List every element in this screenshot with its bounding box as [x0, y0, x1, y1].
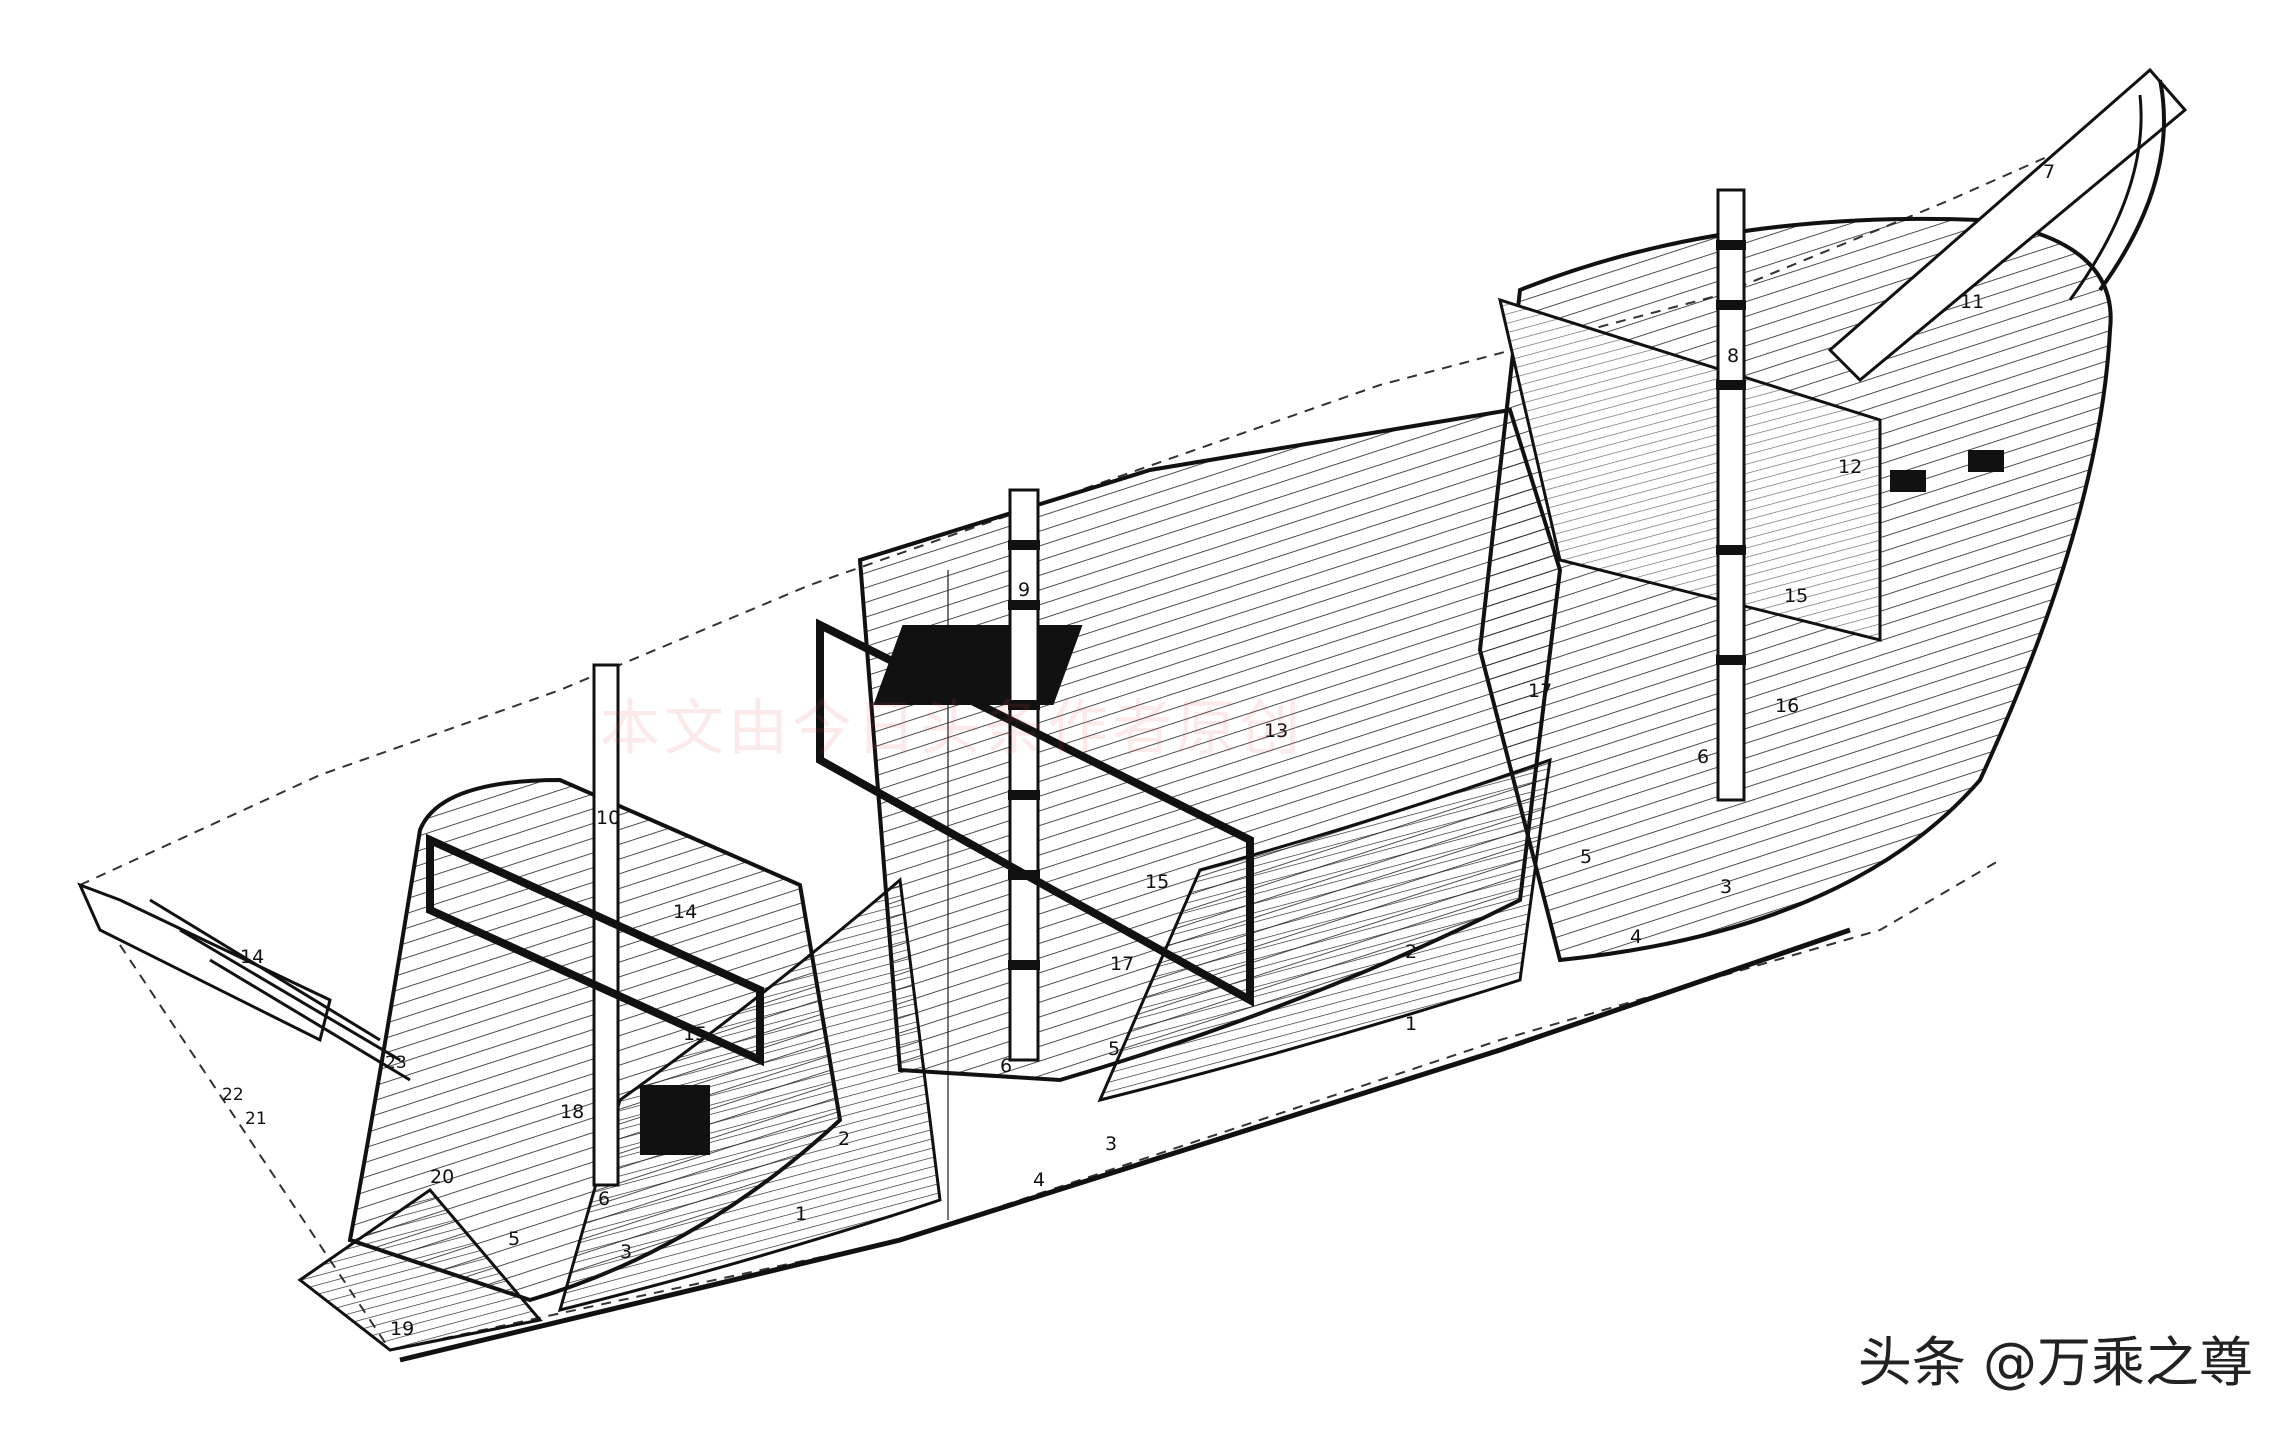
callout-6: 6	[1000, 1055, 1012, 1077]
callout-9: 9	[1018, 579, 1030, 601]
callout-17: 17	[1528, 680, 1552, 702]
callout-labels: 1 1 2 2 3 3 3 4 4 5 5 5 6 6 6 7 8 9 10 1…	[222, 161, 2055, 1340]
callout-1: 1	[795, 1203, 807, 1225]
callout-3: 3	[1105, 1133, 1117, 1155]
callout-22: 22	[222, 1085, 244, 1105]
callout-16: 16	[1775, 695, 1799, 717]
stern-section	[77, 663, 942, 1352]
callout-14: 14	[673, 901, 697, 923]
callout-7: 7	[2043, 161, 2055, 183]
callout-19: 19	[390, 1318, 414, 1340]
callout-11: 11	[1960, 291, 1984, 313]
callout-12: 12	[1838, 456, 1862, 478]
bow-section	[1477, 67, 2188, 963]
callout-5: 5	[1580, 846, 1592, 868]
callout-6: 6	[1697, 746, 1709, 768]
callout-21: 21	[245, 1109, 267, 1129]
mid-section	[816, 407, 1563, 1103]
author-credit: 头条 @万乘之尊	[1857, 1331, 2253, 1394]
callout-8: 8	[1727, 345, 1739, 367]
callout-2: 2	[838, 1128, 850, 1150]
callout-15: 15	[1784, 585, 1808, 607]
callout-10: 10	[596, 807, 620, 829]
callout-3: 3	[620, 1241, 632, 1263]
watermark-text: 本文由今日头条作者原创	[600, 694, 1304, 764]
callout-5: 5	[508, 1228, 520, 1250]
callout-15: 15	[1145, 871, 1169, 893]
callout-1: 1	[1405, 1013, 1417, 1035]
callout-3: 3	[1720, 876, 1732, 898]
callout-20: 20	[430, 1166, 454, 1188]
callout-6: 6	[598, 1188, 610, 1210]
keel	[399, 927, 1851, 1363]
callout-14: 14	[240, 946, 264, 968]
ghost-hull-outline	[79, 119, 2131, 1351]
callout-18: 18	[560, 1101, 584, 1123]
callout-17: 17	[1110, 953, 1134, 975]
callout-15: 15	[683, 1023, 707, 1045]
callout-5: 5	[1108, 1038, 1120, 1060]
callout-4: 4	[1033, 1169, 1045, 1191]
callout-23: 23	[385, 1053, 407, 1073]
callout-13: 13	[1264, 720, 1288, 742]
callout-2: 2	[1405, 941, 1417, 963]
callout-4: 4	[1630, 926, 1642, 948]
